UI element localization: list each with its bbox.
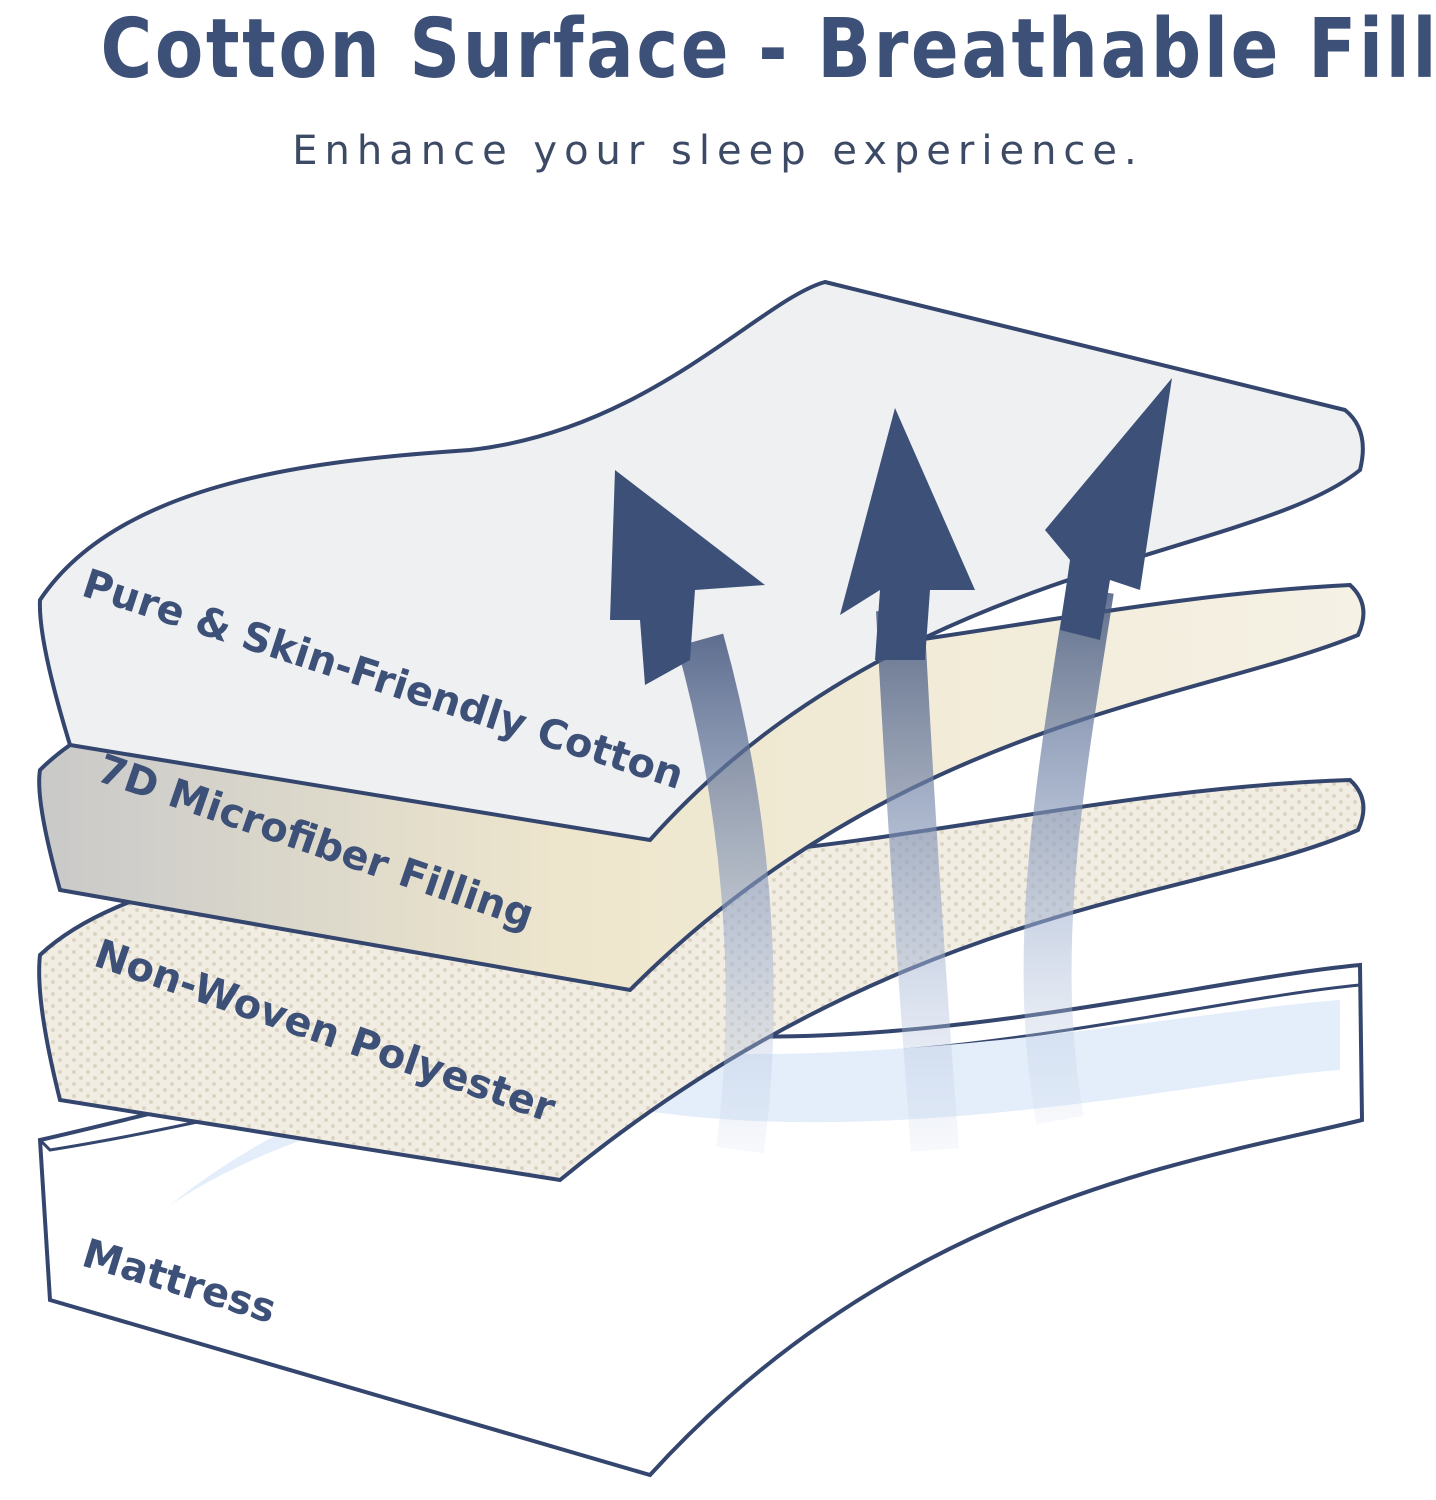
page-title: Cotton Surface - Breathable Fill [100, 2, 1436, 97]
airflow-arrow-icon [840, 408, 975, 1152]
airflow-arrow-icon [1023, 378, 1172, 1125]
airflow-arrow-icon [610, 470, 774, 1154]
page-subtitle: Enhance your sleep experience. [292, 128, 1144, 174]
